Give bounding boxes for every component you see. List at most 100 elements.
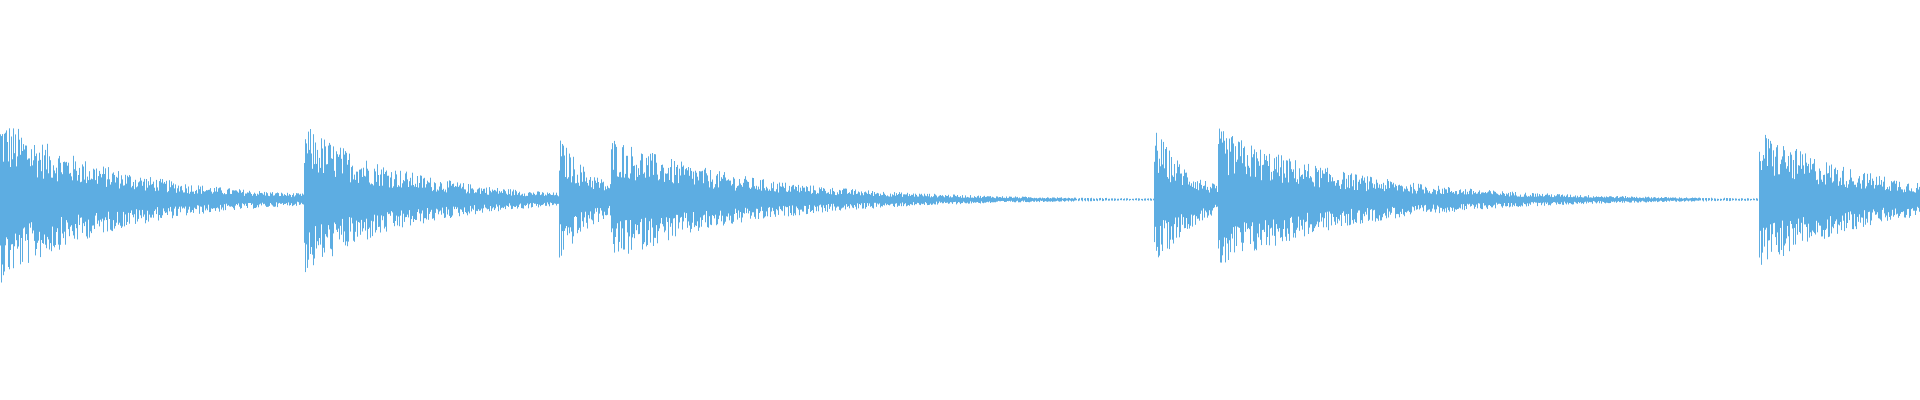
waveform-sample [1166,147,1167,224]
waveform-sample [1456,191,1457,210]
waveform-sample [1163,141,1164,221]
waveform-sample [221,190,222,210]
waveform-sample [1253,154,1254,242]
waveform-sample [1718,198,1719,201]
waveform-sample [1164,168,1165,229]
waveform-sample [1814,159,1815,234]
waveform-sample [470,184,471,206]
waveform-sample [640,160,641,223]
waveform-sample [763,179,764,219]
waveform-sample [39,152,40,232]
waveform-sample [638,168,639,235]
waveform-sample [1519,196,1520,206]
waveform-sample [1249,167,1250,230]
waveform-sample [1301,175,1302,226]
waveform-sample [1804,173,1805,225]
waveform-sample [804,187,805,206]
waveform-sample [923,196,924,204]
waveform-sample [1771,143,1772,252]
waveform-sample [1182,185,1183,225]
waveform-sample [1613,197,1614,202]
waveform-sample [1346,178,1347,215]
waveform-sample [1094,198,1095,201]
waveform-sample [1290,161,1291,218]
waveform-sample [421,175,422,214]
waveform-sample [855,189,856,207]
waveform-sample [1581,197,1582,204]
waveform-sample [684,174,685,213]
waveform-sample [378,175,379,227]
waveform-sample [1915,192,1916,215]
waveform-sample [956,196,957,205]
waveform-sample [1891,181,1892,216]
waveform-sample [468,184,469,212]
waveform-sample [592,180,593,221]
waveform-sample [814,190,815,206]
waveform-sample [153,181,154,218]
waveform-sample [912,194,913,206]
waveform-sample [511,195,512,210]
waveform-sample [1443,194,1444,210]
waveform-sample [1610,196,1611,203]
waveform-sample [509,194,510,204]
waveform-sample [1052,197,1053,202]
waveform-sample [1668,197,1669,201]
waveform-sample [380,174,381,233]
waveform-sample [1308,163,1309,234]
waveform-sample [1070,198,1071,201]
waveform-sample [1305,170,1306,223]
waveform-sample [396,174,397,216]
waveform-sample [68,162,69,230]
waveform-sample [1491,193,1492,208]
waveform-sample [1214,184,1215,208]
waveform-sample [598,182,599,222]
waveform-sample [188,186,189,210]
waveform-sample [279,196,280,203]
waveform-sample [350,182,351,232]
waveform-sample [750,189,751,219]
waveform-sample [921,193,922,204]
waveform-sample [1245,166,1246,232]
waveform-sample [637,176,638,225]
waveform-sample [1304,164,1305,237]
waveform-sample [1688,198,1689,202]
waveform-sample [245,193,246,204]
waveform-sample [1325,168,1326,213]
waveform-sample [152,183,153,215]
waveform-sample [1681,197,1682,202]
waveform-sample [103,166,104,233]
waveform-sample [1267,161,1268,237]
waveform-sample [144,178,145,215]
waveform-sample [445,189,446,218]
waveform-sample [943,196,944,204]
waveform-sample [228,188,229,206]
waveform-sample [111,182,112,231]
waveform-sample [1442,188,1443,212]
waveform-sample [1548,195,1549,206]
waveform-sample [363,167,364,229]
waveform-sample [1705,198,1706,201]
waveform-sample [565,177,566,229]
waveform-sample [908,196,909,205]
waveform-sample [1815,171,1816,235]
waveform-sample [210,188,211,212]
waveform-sample [404,181,405,222]
waveform-sample [1356,174,1357,223]
waveform-sample [1283,160,1284,229]
waveform-sample [1571,197,1572,205]
waveform-sample [95,180,96,216]
waveform-sample [1111,198,1112,201]
waveform-sample [244,195,245,206]
waveform-sample [886,196,887,206]
waveform-sample [519,191,520,205]
waveform-sample [996,196,997,202]
waveform-sample [93,168,94,226]
waveform-sample [854,191,855,205]
waveform-sample [1463,191,1464,205]
waveform-sample [775,191,776,217]
waveform-sample [687,170,688,228]
waveform-sample [423,178,424,224]
waveform-sample [62,174,63,234]
waveform-sample [693,171,694,212]
waveform-sample [1338,180,1339,219]
